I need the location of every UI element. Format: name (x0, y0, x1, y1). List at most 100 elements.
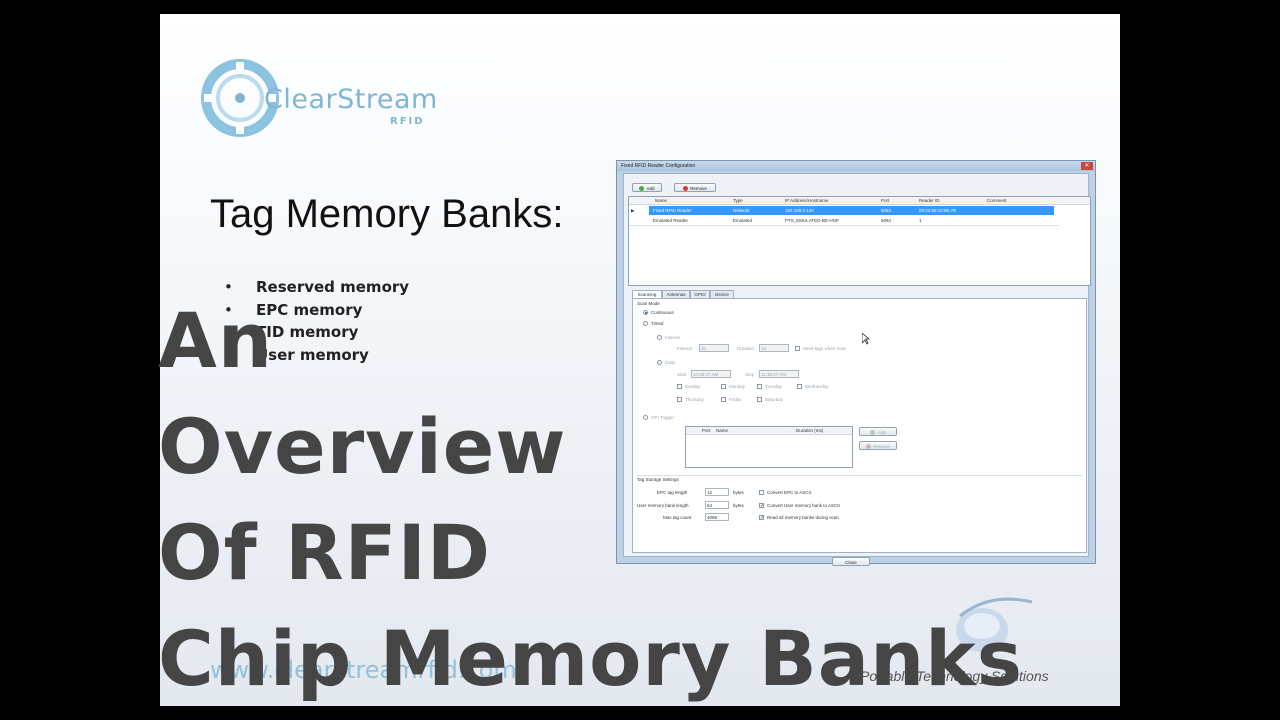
slide-heading: Tag Memory Banks: (210, 192, 564, 236)
tab-antennas[interactable]: Antennas (662, 290, 690, 298)
window-close-button[interactable]: ✕ (1081, 162, 1093, 170)
read-all-label: Read all memory banks during scan (767, 515, 839, 520)
window-body: Add Remove Name Type IP Address/Hostname… (623, 173, 1091, 566)
remove-reader-button[interactable]: Remove (674, 183, 716, 192)
gpi-remove-label: Remove (873, 444, 890, 449)
mouse-cursor-icon (862, 333, 870, 345)
convert-user-label: Convert User memory bank to ASCII (767, 503, 840, 508)
bullet-item: EPC memory (224, 299, 409, 322)
interval-option-label: Interval (665, 335, 680, 340)
monday-label: Monday (729, 384, 746, 389)
read-all-checkbox[interactable]: ✓ (759, 515, 765, 521)
gpi-add-label: Add (877, 430, 886, 435)
cell-name: Fixed RFID Reader (653, 208, 692, 213)
column-header: Type (733, 198, 743, 203)
user-length-label: User memory bank length (637, 503, 689, 508)
readers-table: Name Type IP Address/Hostname Port Reade… (628, 196, 1091, 286)
epc-length-input[interactable]: 12 (705, 488, 729, 496)
window-title: Fixed RFID Reader Configuration (621, 163, 696, 169)
tab-scanning[interactable]: Scanning (632, 290, 662, 298)
gpi-column-header: Duration (ms) (796, 428, 824, 433)
bullet-item: User memory (224, 344, 409, 367)
gpi-remove-button[interactable]: Remove (859, 441, 897, 450)
reader-config-window: Fixed RFID Reader Configuration ✕ Add Re… (616, 160, 1096, 566)
tuesday-checkbox[interactable] (757, 384, 762, 389)
saturday-checkbox[interactable] (757, 397, 762, 402)
duration-input[interactable]: 15 (759, 344, 789, 352)
remove-icon (683, 186, 689, 192)
send-tags-label: Send tags when read (803, 346, 846, 351)
column-header: Comment (987, 198, 1007, 203)
remove-icon (866, 444, 872, 450)
table-row[interactable]: ▶ Fixed RFID Reader Network 192.168.0.14… (629, 206, 1059, 215)
wednesday-label: Wednesday (805, 384, 829, 389)
thursday-checkbox[interactable] (677, 397, 682, 402)
sunday-checkbox[interactable] (677, 384, 682, 389)
continuous-radio[interactable] (643, 310, 648, 315)
convert-epc-label: Convert EPC to ASCII (767, 490, 812, 495)
column-header: Name (655, 198, 668, 203)
column-header: Port (881, 198, 890, 203)
scanning-panel: Scan Mode Continuous Timed Interval Inte… (632, 298, 1087, 553)
tuesday-label: Tuesday (765, 384, 783, 389)
overlay-line: Of RFID (158, 508, 491, 597)
send-tags-checkbox[interactable] (795, 346, 800, 351)
gpi-column-header: Port (702, 428, 711, 433)
convert-epc-checkbox[interactable] (759, 490, 764, 495)
pts-globe-icon (956, 597, 1033, 652)
saturday-label: Saturday (765, 397, 784, 402)
video-title-overlay: An Overview Of RFID Chip Memory Banks (158, 288, 1023, 712)
friday-checkbox[interactable] (721, 397, 726, 402)
logo-ring-icon (201, 59, 279, 137)
cell-type: Emulated (733, 218, 753, 223)
start-time-input[interactable]: 10:38:27 AM (691, 370, 731, 378)
bullet-item: Reserved memory (224, 276, 409, 299)
max-count-label: Max tag count (663, 515, 692, 520)
timed-radio[interactable] (643, 321, 648, 326)
column-header: Reader ID (919, 198, 940, 203)
epc-length-label: EPC tag length (657, 490, 688, 495)
row-selection (649, 206, 1054, 215)
interval-input[interactable]: 30 (699, 344, 729, 352)
interval-radio[interactable] (657, 335, 662, 340)
add-reader-button[interactable]: Add (632, 183, 662, 192)
duration-field-label: Duration (737, 346, 755, 351)
close-button[interactable]: Close (832, 557, 870, 566)
clearstream-logo: ClearStream RFID (200, 54, 437, 142)
footer-url: www.clearstreamrfid.com (210, 656, 517, 684)
continuous-label: Continuous (651, 310, 674, 315)
gpi-trigger-radio[interactable] (643, 415, 648, 420)
gpi-table-header: Port Name Duration (ms) (686, 427, 852, 435)
tab-device[interactable]: Device (710, 290, 734, 298)
cell-port: 5084 (881, 208, 892, 213)
timed-label: Timed (651, 321, 664, 326)
cell-name: Emulated Reader (653, 218, 689, 223)
overlay-line: Overview (158, 402, 567, 491)
remove-reader-label: Remove (690, 186, 707, 191)
memory-bank-list: Reserved memory EPC memory TID memory Us… (224, 276, 409, 366)
add-icon (870, 430, 876, 436)
stop-time-input[interactable]: 11:38:27 AM (759, 370, 799, 378)
user-length-input[interactable]: 64 (705, 501, 729, 509)
cell-reader-id: 1 (919, 218, 922, 223)
daily-radio[interactable] (657, 360, 662, 365)
convert-user-checkbox[interactable]: ✓ (759, 503, 765, 509)
wednesday-checkbox[interactable] (797, 384, 802, 389)
overlay-line: An (158, 296, 273, 385)
readers-table-header: Name Type IP Address/Hostname Port Reade… (629, 197, 1090, 205)
thursday-label: Thursday (685, 397, 704, 402)
cell-ip: 192.168.0.140 (785, 208, 814, 213)
gpi-trigger-label: GPI Trigger (651, 415, 675, 420)
table-row[interactable]: Emulated Reader Emulated PTS_EMULATED-BE… (629, 216, 1059, 226)
friday-label: Friday (729, 397, 742, 402)
logo-subtext: RFID (390, 116, 425, 127)
monday-checkbox[interactable] (721, 384, 726, 389)
gpi-add-button[interactable]: Add (859, 427, 897, 436)
gpi-trigger-table: Port Name Duration (ms) (685, 426, 853, 468)
stop-label: Stop (745, 372, 755, 377)
tab-gpio[interactable]: GPIO (690, 290, 710, 298)
max-count-input[interactable]: 4096 (705, 513, 729, 521)
tag-storage-group-label: Tag Storage Settings (637, 477, 679, 482)
add-icon (639, 186, 645, 192)
logo-wordmark: ClearStream (264, 84, 438, 115)
